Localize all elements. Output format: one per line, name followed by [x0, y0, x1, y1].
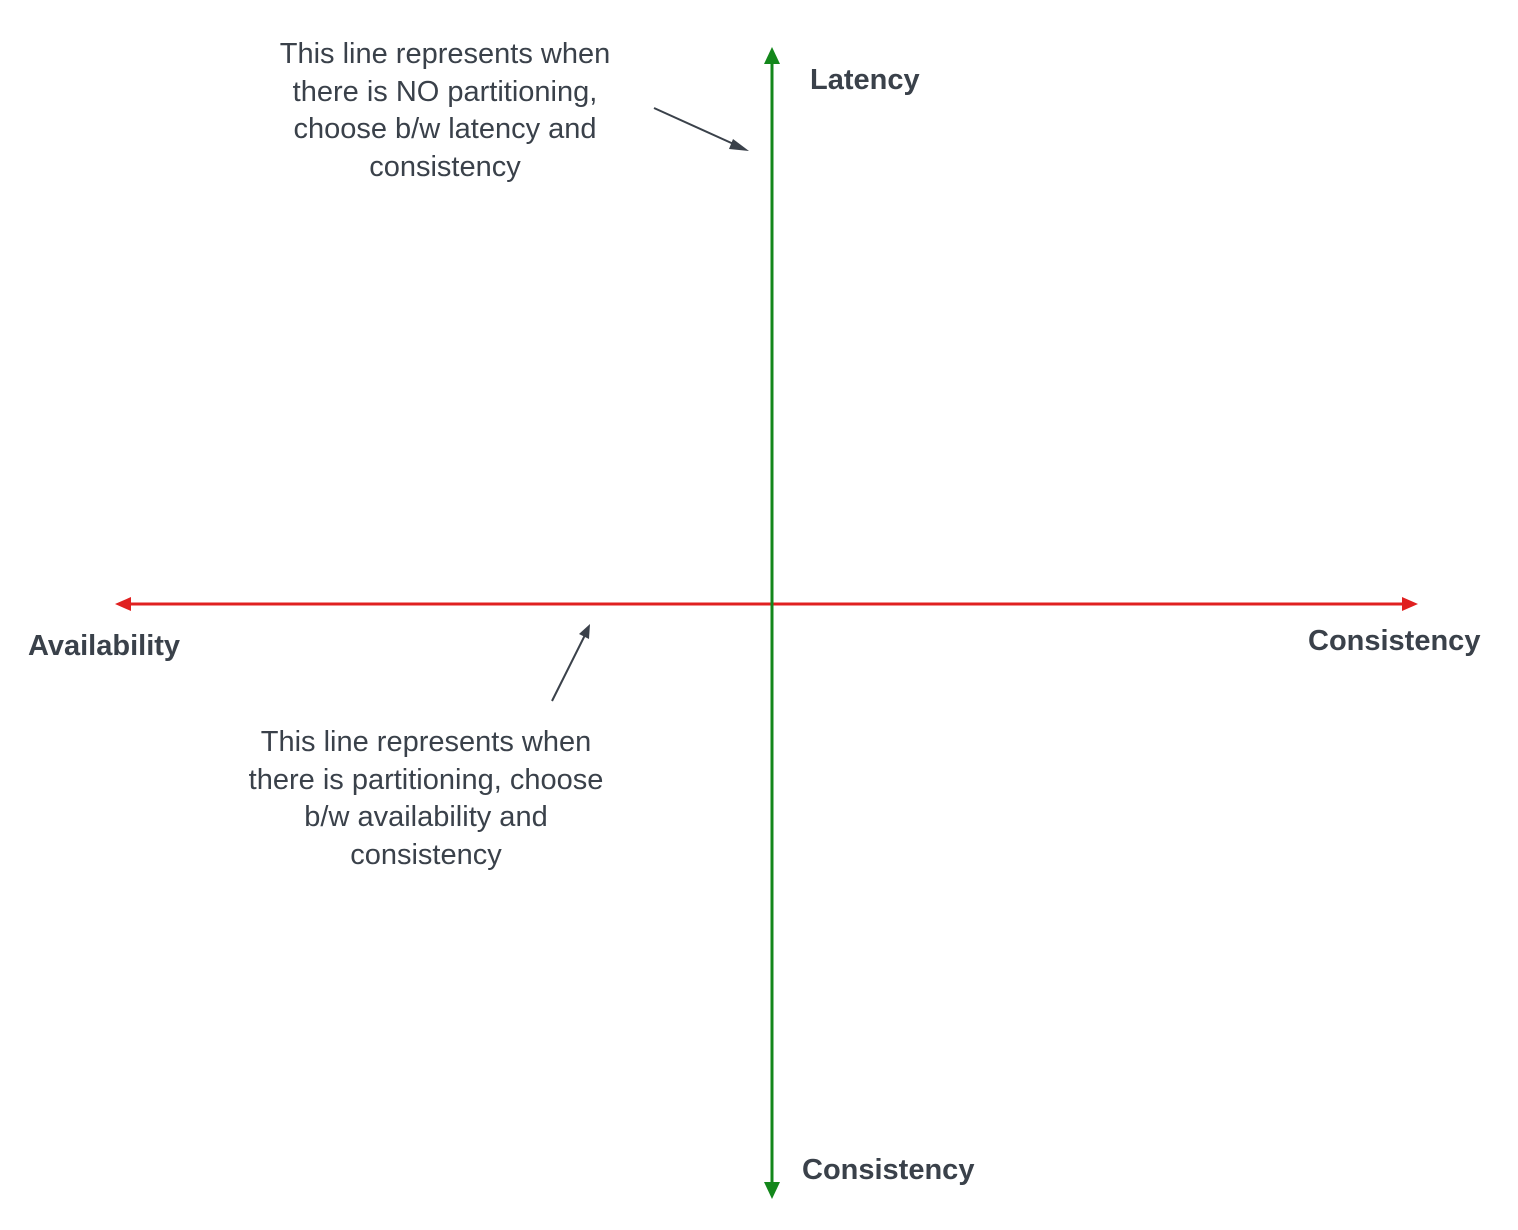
horizontal-axis — [115, 597, 1418, 611]
annotation-arrow-bottom — [551, 624, 590, 702]
arrowhead-right-icon — [1402, 597, 1418, 611]
pointer-arrow-icon — [579, 624, 590, 639]
label-availability: Availability — [28, 630, 181, 662]
arrowhead-left-icon — [115, 597, 131, 611]
pointer-arrow-icon — [729, 139, 749, 151]
arrowhead-up-icon — [764, 47, 780, 64]
vertical-axis — [764, 47, 780, 1199]
annotation-arrow-bottom-line — [551, 634, 586, 702]
note-partitioning: This line represents when there is parti… — [248, 726, 604, 871]
annotation-arrow-top-line — [653, 107, 739, 147]
annotation-arrow-top — [653, 107, 749, 151]
label-latency: Latency — [810, 64, 920, 96]
arrowhead-down-icon — [764, 1182, 780, 1199]
label-consistency-bottom: Consistency — [802, 1154, 975, 1186]
label-consistency-right: Consistency — [1308, 625, 1481, 657]
note-no-partitioning: This line represents when there is NO pa… — [279, 38, 611, 183]
